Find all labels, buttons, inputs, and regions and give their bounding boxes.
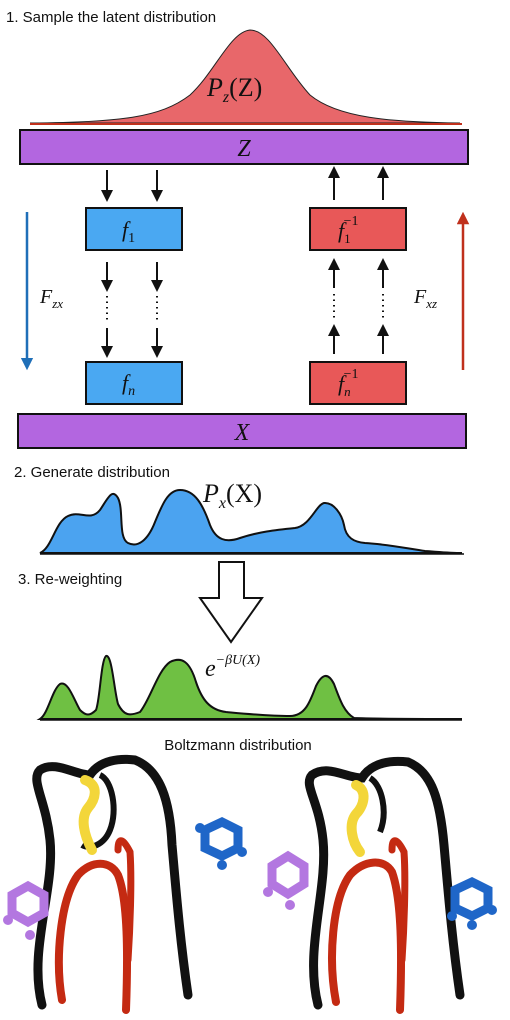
f1-inverse-label: f1−1 <box>338 214 359 246</box>
fn-label: fn <box>122 370 135 399</box>
data-x-bar <box>17 413 467 449</box>
pz-label: Pz(Z) <box>206 73 262 106</box>
generated-distribution-curve <box>39 488 463 554</box>
fxz-label: Fxz <box>413 286 437 311</box>
x-bar-label: X <box>234 420 251 446</box>
reweighted-distribution-curve <box>36 654 463 720</box>
px-label: Px(X) <box>202 479 262 512</box>
f1-label: f1 <box>122 217 135 246</box>
reweight-arrow <box>198 561 264 644</box>
molecule-structure-right <box>263 756 497 1014</box>
fn-inverse-label: fn−1 <box>338 367 359 399</box>
step1-title: 1. Sample the latent distribution <box>6 9 216 26</box>
flow-fn-box <box>85 361 183 405</box>
molecule-structure-left <box>3 754 247 1014</box>
latent-z-bar <box>19 129 469 165</box>
boltzmann-factor-label: e−βU(X) <box>205 653 260 682</box>
flow-f1-inverse-box <box>309 207 407 251</box>
step2-title: 2. Generate distribution <box>14 464 170 481</box>
step3-title: 3. Re-weighting <box>18 571 122 588</box>
z-bar-label: Z <box>237 136 251 162</box>
boltzmann-title: Boltzmann distribution <box>164 737 312 754</box>
flow-fn-inverse-box <box>309 361 407 405</box>
fzx-label: Fzx <box>39 286 63 311</box>
latent-distribution-curve <box>29 29 461 124</box>
flow-f1-box <box>85 207 183 251</box>
